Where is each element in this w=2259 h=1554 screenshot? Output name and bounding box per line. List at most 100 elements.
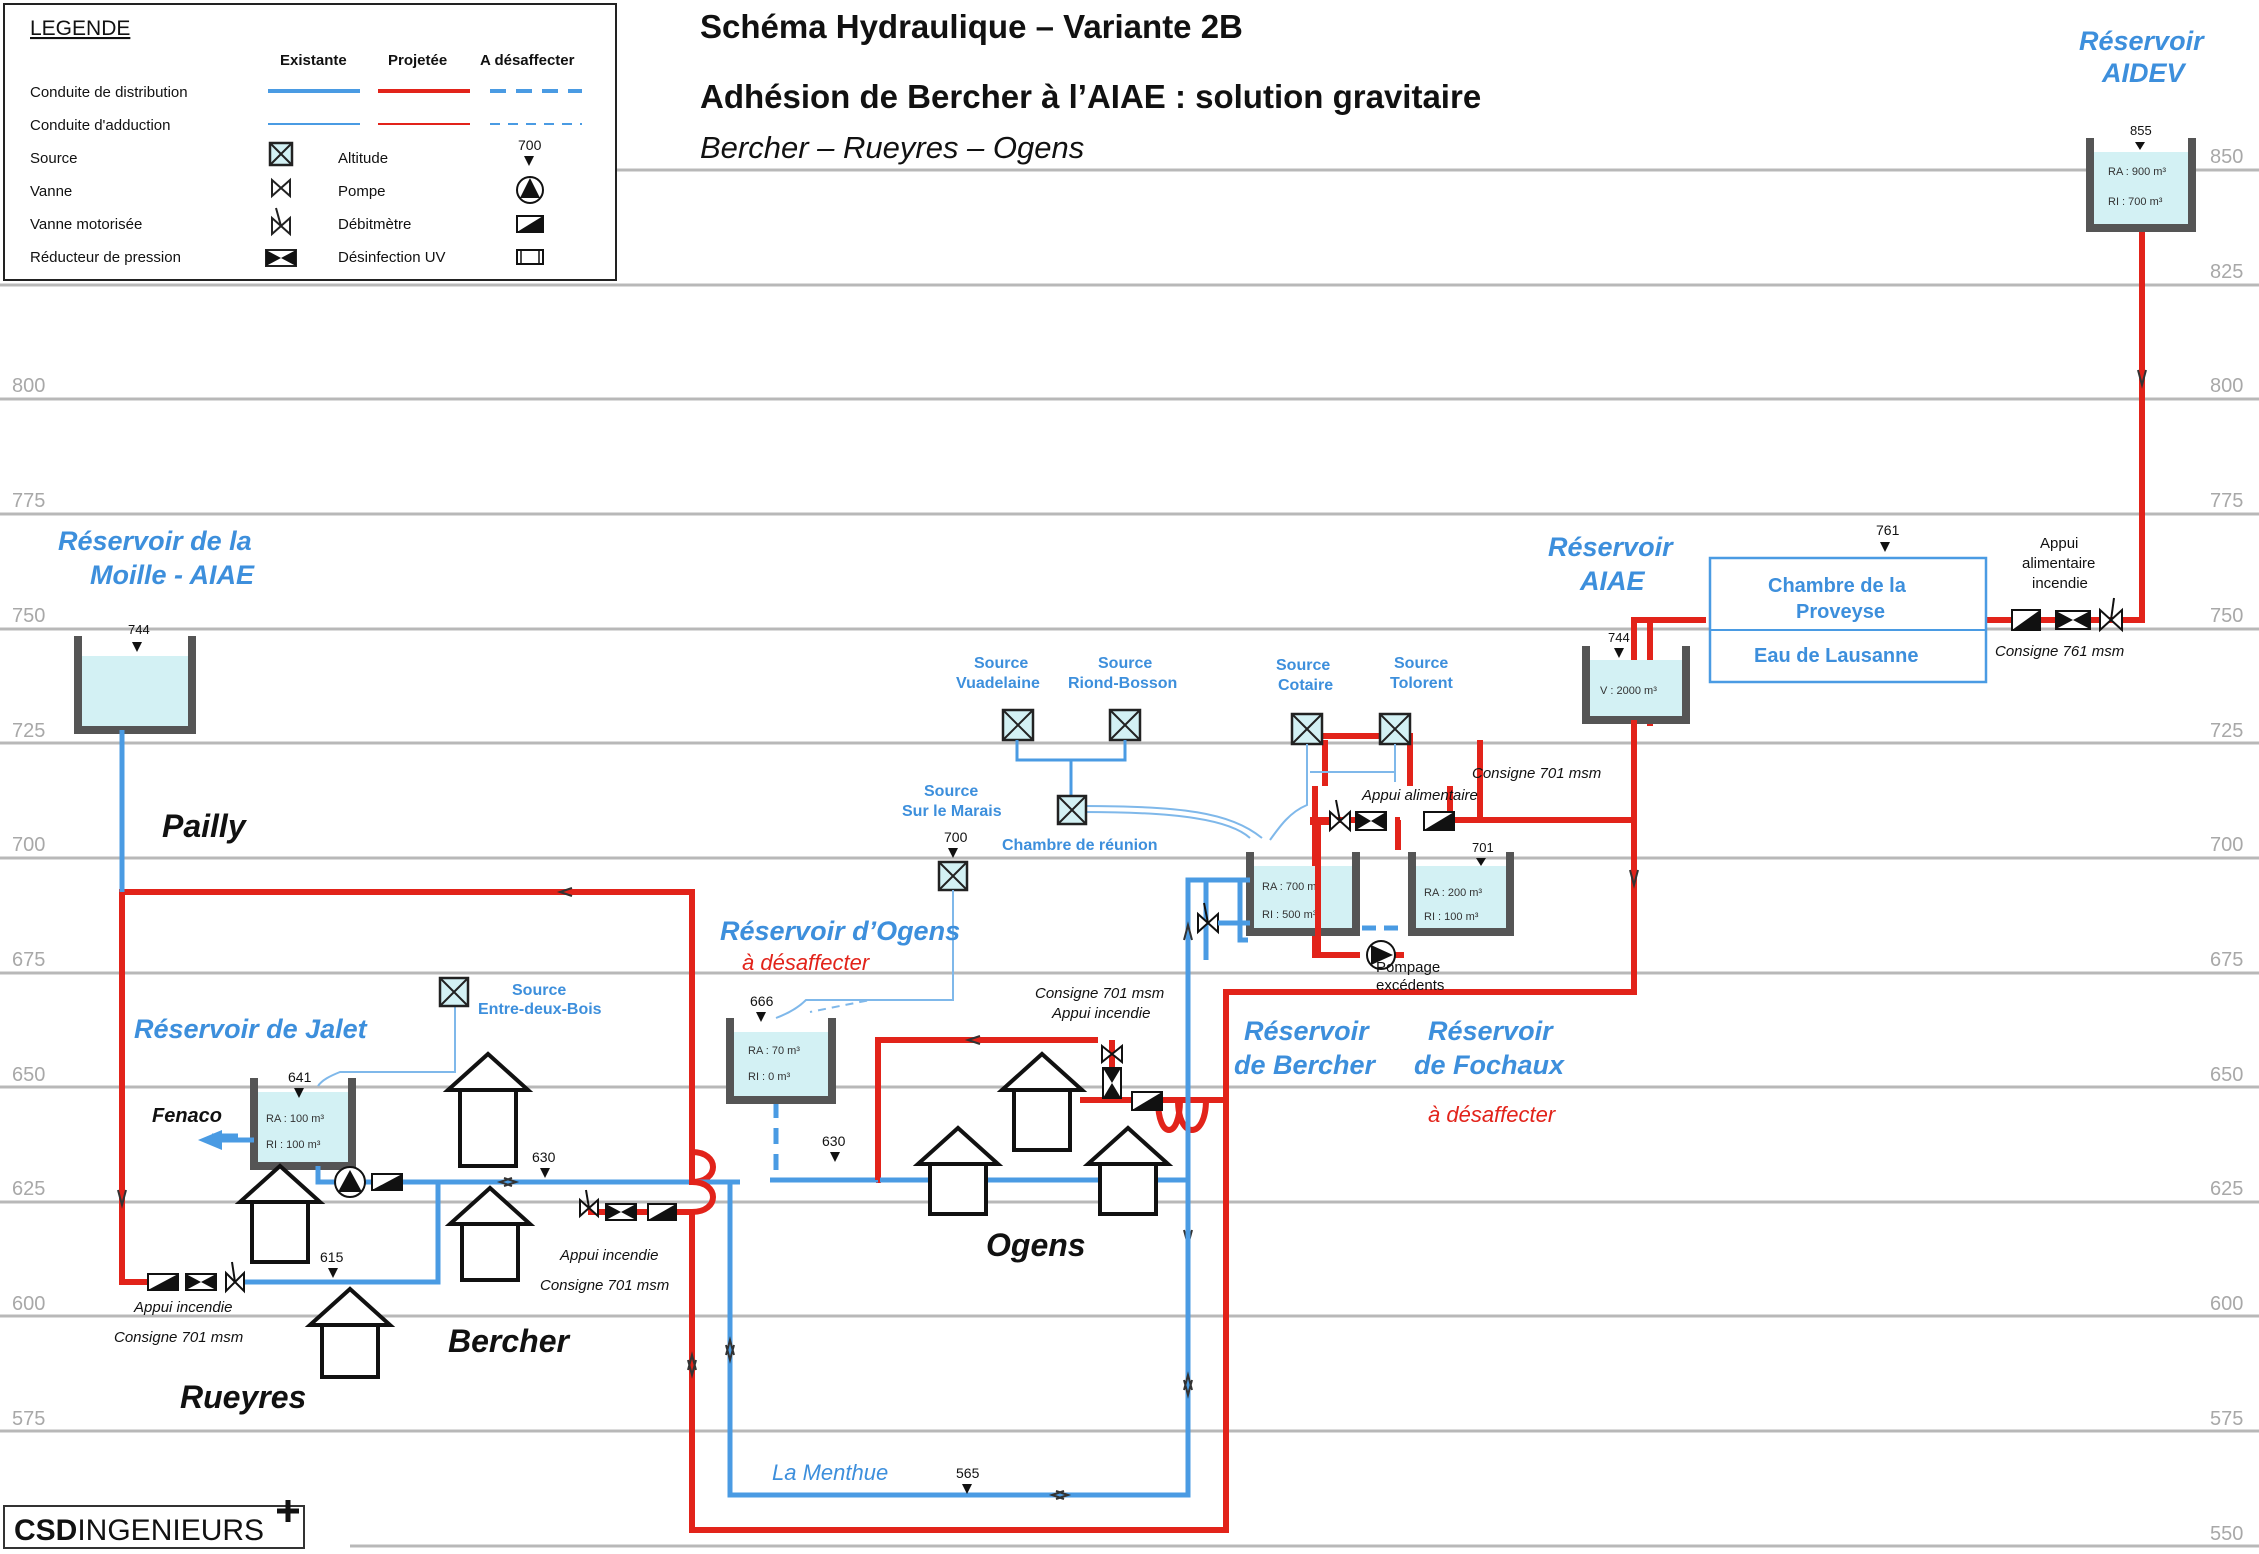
source-entre-deux-bois: Source Entre-deux-Bois <box>438 976 602 1018</box>
logo-rest: INGENIEURS <box>77 1514 264 1547</box>
annot-alt-630-ogens: 630 <box>822 1133 846 1149</box>
altitude-labels-right: 850 825 800 775 750 725 700 675 650 625 … <box>2210 146 2243 1545</box>
legend-source-icon <box>268 141 294 167</box>
reservoir-jalet-ri: RI : 100 m³ <box>266 1139 321 1151</box>
title-block: Schéma Hydraulique – Variante 2B Adhésio… <box>700 8 1481 165</box>
pressure-reducer-icon <box>1355 811 1387 831</box>
alt-label: 700 <box>2210 834 2243 856</box>
alt-label: 850 <box>2210 146 2243 168</box>
projected-pipes <box>119 232 2145 1533</box>
reservoir-bercher-name1: Réservoir <box>1244 1016 1370 1046</box>
annot-consigne-701-ogens: Consigne 701 msm <box>1035 985 1164 1002</box>
plus-icon <box>277 1500 299 1522</box>
village-ogens: Ogens <box>986 1227 1086 1263</box>
annot-consigne-761: Consigne 761 msm <box>1995 643 2124 660</box>
annot-appui-alimentaire: Appui alimentaire <box>1361 787 1478 804</box>
house-icon <box>442 1051 534 1168</box>
legend-row-adduction: Conduite d'adduction <box>30 117 170 134</box>
title-line1: Schéma Hydraulique – Variante 2B <box>700 8 1243 45</box>
annot-consigne-701-bercher: Consigne 701 msm <box>540 1277 669 1294</box>
src-cotaire-2: Cotaire <box>1278 677 1333 694</box>
bercher-fochaux-piping: Consigne 701 msm Appui alimentaire Pompa… <box>1197 765 1634 994</box>
pressure-reducer-icon <box>605 1203 637 1221</box>
reservoir-ogens-status: à désaffecter <box>742 950 871 975</box>
title-line2: Adhésion de Bercher à l’AIAE : solution … <box>700 78 1481 115</box>
src-tolorent-2: Tolorent <box>1390 675 1453 692</box>
reservoir-jalet-alt: 641 <box>288 1069 312 1085</box>
village-pailly: Pailly <box>162 808 248 844</box>
reservoir-aidev: Réservoir AIDEV 855 RA : 900 m³ RI : 700… <box>2079 26 2205 232</box>
legend-altitude-value: 700 <box>518 137 542 153</box>
reservoir-aiae-volume: V : 2000 m³ <box>1600 685 1657 697</box>
house-icon <box>912 1125 1004 1216</box>
annot-appui-incendie-ogens: Appui incendie <box>1051 1005 1150 1022</box>
legend-col-existing: Existante <box>280 52 347 69</box>
reservoir-jalet-ra: RA : 100 m³ <box>266 1113 324 1125</box>
altitude-labels-left: 800 775 750 725 700 675 650 625 600 575 <box>12 375 45 1430</box>
chamber-reunion: Chambre de réunion <box>1002 837 1158 854</box>
svg-text:Source: Source <box>924 783 978 800</box>
reservoir-ogens: Réservoir d’Ogens à désaffecter 666 RA :… <box>720 916 960 1104</box>
legend-uv-icon <box>516 249 544 265</box>
alt-label: 750 <box>2210 605 2243 627</box>
reservoir-ogens-name: Réservoir d’Ogens <box>720 916 960 946</box>
reservoir-ogens-ri: RI : 0 m³ <box>748 1071 791 1083</box>
bercher-network: 630 Appui incendie Consigne 701 msm La M… <box>244 887 1229 1533</box>
pressure-reducer-icon <box>1102 1067 1122 1099</box>
alt-label: 775 <box>2210 490 2243 512</box>
legend-reducer-icon <box>265 249 297 267</box>
svg-text:incendie: incendie <box>2032 575 2088 592</box>
alt-label: 675 <box>2210 949 2243 971</box>
pressure-reducer-icon <box>2055 610 2091 630</box>
source-icon <box>1056 794 1088 826</box>
reservoir-jalet-name: Réservoir de Jalet <box>134 1014 368 1044</box>
alt-label: 600 <box>2210 1293 2243 1315</box>
reservoir-ogens-alt: 666 <box>750 993 774 1009</box>
legend-motor-valve-label: Vanne motorisée <box>30 216 142 233</box>
annot-alt-615: 615 <box>320 1249 344 1265</box>
reservoir-moille-alt: 744 <box>128 622 150 637</box>
alt-label: 575 <box>12 1408 45 1430</box>
fenaco: Fenaco <box>152 1105 254 1150</box>
chamber-line2: Proveyse <box>1796 601 1885 623</box>
src-tolorent-1: Source <box>1394 655 1448 672</box>
annot-pompage-2: excédents <box>1376 977 1444 994</box>
annot-pompage-1: Pompage <box>1376 959 1440 976</box>
reservoir-fochaux-ri: RI : 100 m³ <box>1424 911 1479 923</box>
legend-altitude-label: Altitude <box>338 150 388 167</box>
reservoir-fochaux-alt: 701 <box>1472 840 1494 855</box>
annot-appui-incendie-rueyres: Appui incendie <box>133 1299 232 1316</box>
chamber-proveyse: Chambre de la Proveyse Eau de Lausanne 7… <box>1708 522 1988 684</box>
legend-pump-icon <box>516 176 544 204</box>
svg-text:Sur le Marais: Sur le Marais <box>902 803 1002 820</box>
alt-label: 800 <box>12 375 45 397</box>
legend: LEGENDE Existante Projetée A désaffecter… <box>3 3 617 281</box>
legend-uv-label: Désinfection UV <box>338 249 446 266</box>
legend-source-label: Source <box>30 150 78 167</box>
reservoir-aiae-name2: AIAE <box>1579 566 1645 596</box>
reservoir-aiae-alt: 744 <box>1608 630 1630 645</box>
reservoir-moille: Réservoir de la Moille - AIAE 744 <box>58 526 255 734</box>
reservoir-aidev-name2: AIDEV <box>2101 58 2187 88</box>
annot-menthue: La Menthue <box>772 1460 888 1485</box>
legend-col-decommission: A désaffecter <box>480 52 575 69</box>
pressure-reducer-icon <box>185 1273 217 1291</box>
legend-row-distribution: Conduite de distribution <box>30 84 188 101</box>
alt-label: 775 <box>12 490 45 512</box>
pump-icon <box>1366 940 1396 970</box>
reservoir-fochaux-status: à désaffecter <box>1428 1102 1557 1127</box>
legend-motor-valve-icon <box>271 207 291 237</box>
annot-alt-565: 565 <box>956 1465 980 1481</box>
reservoir-aidev-ra: RA : 900 m³ <box>2108 166 2166 178</box>
annot-consigne-701-rueyres: Consigne 701 msm <box>114 1329 243 1346</box>
alt-label: 725 <box>2210 720 2243 742</box>
reservoir-aidev-name1: Réservoir <box>2079 26 2205 56</box>
annot-appui-incendie-bercher: Appui incendie <box>559 1247 658 1264</box>
reservoir-aiae-name1: Réservoir <box>1548 532 1674 562</box>
pump-icon <box>334 1166 366 1198</box>
reservoir-moille-name2: Moille - AIAE <box>90 560 255 590</box>
legend-altitude-icon <box>524 156 534 166</box>
reservoir-fochaux-name1: Réservoir <box>1428 1016 1554 1046</box>
legend-pump-label: Pompe <box>338 183 386 200</box>
